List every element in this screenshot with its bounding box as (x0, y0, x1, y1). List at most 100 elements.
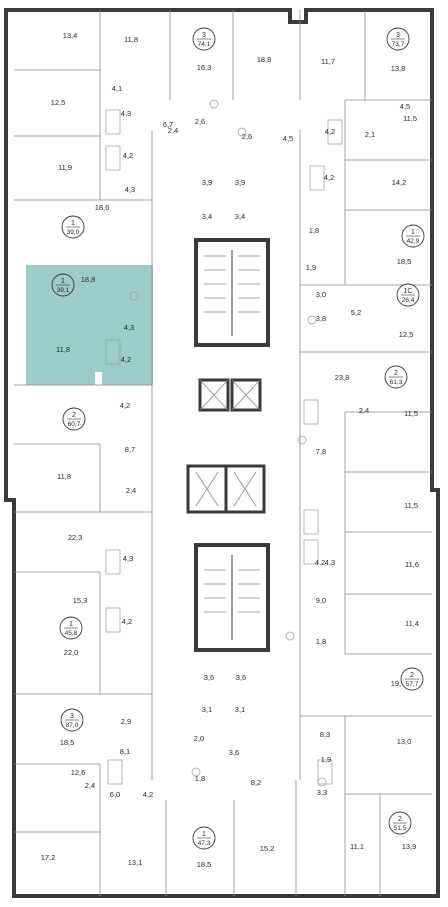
room-area-label: 4,2 (315, 558, 325, 567)
room-area-label: 7,8 (316, 447, 326, 456)
room-area-label: 12,6 (71, 768, 86, 777)
room-area-label: 4,2 (121, 355, 131, 364)
room-area-label: 4,5 (283, 134, 293, 143)
room-area-label: 16,3 (197, 63, 212, 72)
room-area-label: 1,8 (316, 637, 326, 646)
room-area-label: 12,5 (51, 98, 66, 107)
room-area-label: 11,8 (57, 472, 71, 481)
room-area-label: 13,4 (63, 31, 78, 40)
fixtures (105, 99, 343, 787)
apartment-badge-apt-1-473[interactable]: 147,3 (192, 826, 216, 850)
room-area-label: 8,1 (120, 747, 130, 756)
room-area-label: 22,3 (68, 533, 83, 542)
apartment-badge-apt-2-515[interactable]: 251,5 (388, 811, 412, 835)
room-area-label: 3,1 (235, 705, 245, 714)
room-area-label: 11,7 (321, 57, 335, 66)
apartment-area-label: 26,4 (402, 297, 415, 304)
room-area-label: 2,0 (194, 734, 204, 743)
room-area-label: 4,3 (124, 323, 134, 332)
room-area-label: 11,6 (405, 560, 419, 569)
room-area-label: 6,7 (163, 120, 173, 129)
apartment-badge-apt-3-737[interactable]: 373,7 (386, 27, 410, 51)
apartment-rooms-label: 1 (71, 220, 75, 227)
room-area-label: 4,3 (123, 554, 133, 563)
apartment-badge-apt-2-577[interactable]: 257,7 (400, 667, 424, 691)
apartment-badge-apt-3-870[interactable]: 387,0 (60, 708, 84, 732)
apartment-rooms-label: 3 (70, 713, 74, 720)
room-area-label: 11,5 (403, 114, 417, 123)
apartment-area-label: 39,0 (67, 229, 80, 236)
room-area-label: 4,2 (122, 617, 132, 626)
room-area-label: 18,8 (81, 275, 96, 284)
room-area-label: 3,4 (202, 212, 212, 221)
room-area-label: 15,2 (260, 844, 275, 853)
apartment-area-label: 39,1 (57, 287, 70, 294)
apartment-area-label: 60,7 (68, 421, 81, 428)
apartment-rooms-label: 1 (69, 621, 73, 628)
room-area-label: 11,8 (56, 345, 70, 354)
room-area-label: 13,0 (397, 737, 412, 746)
room-area-label: 4,1 (112, 84, 122, 93)
room-area-label: 4,3 (125, 185, 135, 194)
apartment-badge-apt-2-607[interactable]: 260,7 (62, 407, 86, 431)
room-area-label: 2,1 (365, 130, 375, 139)
room-area-label: 3,0 (316, 290, 326, 299)
apartment-rooms-label: 1 (411, 229, 415, 236)
room-area-label: 11,9 (58, 163, 72, 172)
apartment-rooms-label: 2 (72, 412, 76, 419)
room-area-label: 13,1 (128, 858, 143, 867)
room-area-label: 2,6 (242, 132, 252, 141)
room-area-label: 3,9 (235, 178, 245, 187)
room-area-label: 8,2 (251, 778, 261, 787)
room-area-label: 18,8 (257, 55, 272, 64)
room-area-label: 4,2 (324, 173, 334, 182)
room-area-label: 23,8 (335, 373, 350, 382)
room-area-label: 17,2 (41, 853, 56, 862)
apartment-rooms-label: 3 (396, 32, 400, 39)
room-area-label: 3,8 (316, 314, 326, 323)
apartment-badge-apt-1-391[interactable]: 139,1 (51, 273, 75, 297)
room-area-label: 18,5 (397, 257, 412, 266)
apartment-badge-apt-3-741[interactable]: 374,1 (192, 27, 216, 51)
room-area-label: 13,8 (391, 64, 406, 73)
apartment-rooms-label: 2 (398, 816, 402, 823)
room-area-label: 1,9 (321, 755, 331, 764)
apartment-badge-apt-2-613[interactable]: 261,3 (384, 365, 408, 389)
room-area-label: 1,9 (306, 263, 316, 272)
room-area-label: 11,5 (404, 409, 418, 418)
apartment-badge-apt-1-429[interactable]: 142,9 (401, 224, 425, 248)
room-area-label: 4,5 (400, 102, 410, 111)
room-area-label: 11,5 (404, 501, 418, 510)
room-area-label: 4,2 (325, 127, 335, 136)
apartment-badge-apt-1c-264[interactable]: 1С 26,4 (396, 283, 420, 307)
apartment-rooms-label: 3 (202, 32, 206, 39)
apartment-rooms-label: 1С (404, 288, 413, 295)
room-area-label: 4,2 (120, 401, 130, 410)
room-area-label: 1,8 (309, 226, 319, 235)
apartment-badge-apt-1-390[interactable]: 139,0 (61, 215, 85, 239)
apartment-badge-apt-1-458[interactable]: 145,8 (59, 616, 83, 640)
apartment-rooms-label: 1 (61, 278, 65, 285)
room-area-label: 11,4 (405, 619, 419, 628)
room-area-label: 4,3 (325, 558, 335, 567)
room-area-label: 15,3 (73, 596, 88, 605)
room-area-label: 3,1 (202, 705, 212, 714)
room-area-label: 19,7 (391, 679, 406, 688)
room-area-label: 1,8 (195, 774, 205, 783)
apartment-area-label: 87,0 (66, 722, 79, 729)
apartment-area-label: 73,7 (392, 41, 405, 48)
apartment-area-label: 74,1 (198, 41, 211, 48)
room-area-label: 8,7 (125, 445, 135, 454)
apartment-area-label: 61,3 (390, 379, 403, 386)
apartment-area-label: 51,5 (394, 825, 407, 832)
room-area-label: 4,2 (123, 151, 133, 160)
apartment-area-label: 47,3 (198, 840, 211, 847)
interior-walls (14, 10, 432, 896)
room-area-label: 3,3 (317, 788, 327, 797)
room-area-label: 11,8 (124, 35, 138, 44)
room-area-label: 2,4 (168, 126, 178, 135)
apartment-area-label: 45,8 (65, 630, 78, 637)
room-area-label: 9,0 (316, 596, 326, 605)
